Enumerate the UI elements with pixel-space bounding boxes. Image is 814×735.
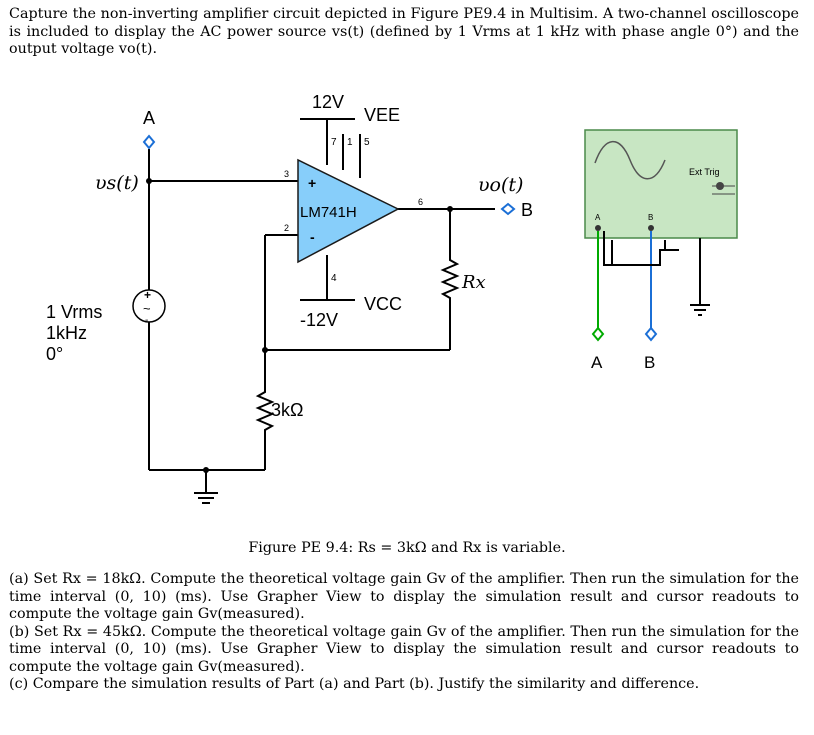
vee-label: VEE xyxy=(364,105,400,125)
rs-label: 3kΩ xyxy=(271,400,303,420)
part-a: (a) Set Rx = 18kΩ. Compute the theoretic… xyxy=(9,571,799,622)
scope-bottom-b: B xyxy=(644,353,655,372)
scope-bottom-a: A xyxy=(591,353,603,372)
part-c: (c) Compare the simulation results of Pa… xyxy=(9,676,700,692)
svg-text:-: - xyxy=(145,315,148,326)
oscilloscope[interactable] xyxy=(584,129,738,239)
probe-a-marker xyxy=(142,134,156,150)
rx-label: Rx xyxy=(461,272,486,293)
probe-b-marker xyxy=(500,202,516,216)
pin-7: 7 xyxy=(331,137,337,148)
scope-ext-trig: Ext Trig xyxy=(689,167,720,177)
opamp-plus: + xyxy=(308,175,316,191)
opamp-symbol xyxy=(297,158,400,264)
source-amplitude: 1 Vrms xyxy=(46,302,102,322)
vo-label: υo(t) xyxy=(478,174,523,196)
vs-label: υs(t) xyxy=(95,172,139,194)
probe-b-label: B xyxy=(521,200,533,220)
ac-source xyxy=(132,289,166,323)
scope-channel-a: A xyxy=(595,213,601,222)
source-frequency: 1kHz xyxy=(46,323,87,343)
figure-caption: Figure PE 9.4: Rs = 3kΩ and Rx is variab… xyxy=(248,540,566,556)
pin-6: 6 xyxy=(418,197,423,207)
part-b: (b) Set Rx = 45kΩ. Compute the theoretic… xyxy=(9,623,799,675)
vcc-label: VCC xyxy=(364,294,402,314)
top-supply-label: 12V xyxy=(312,92,344,112)
opamp-minus: - xyxy=(310,229,315,245)
pin-3: 3 xyxy=(284,169,289,179)
svg-text:~: ~ xyxy=(143,301,151,316)
intro-paragraph: Capture the non-inverting amplifier circ… xyxy=(9,6,799,57)
pin-4: 4 xyxy=(331,273,337,284)
questions: (a) Set Rx = 18kΩ. Compute the theoretic… xyxy=(9,571,799,694)
pin-5: 5 xyxy=(364,137,370,148)
opamp-name: LM741H xyxy=(300,204,357,221)
probe-a-label: A xyxy=(143,108,155,128)
pin-1: 1 xyxy=(347,137,353,148)
scope-probe-a-marker xyxy=(591,326,605,342)
scope-waveform xyxy=(594,140,666,180)
scope-probe-b-marker xyxy=(644,326,658,342)
source-phase: 0° xyxy=(46,344,63,364)
circuit-diagram: LM741H + - 7 1 5 4 3 2 6 12V VEE VCC -12… xyxy=(46,92,738,504)
bottom-supply-label: -12V xyxy=(300,310,338,330)
svg-text:+: + xyxy=(144,288,151,302)
scope-channel-b: B xyxy=(648,213,653,222)
pin-2: 2 xyxy=(284,223,289,233)
